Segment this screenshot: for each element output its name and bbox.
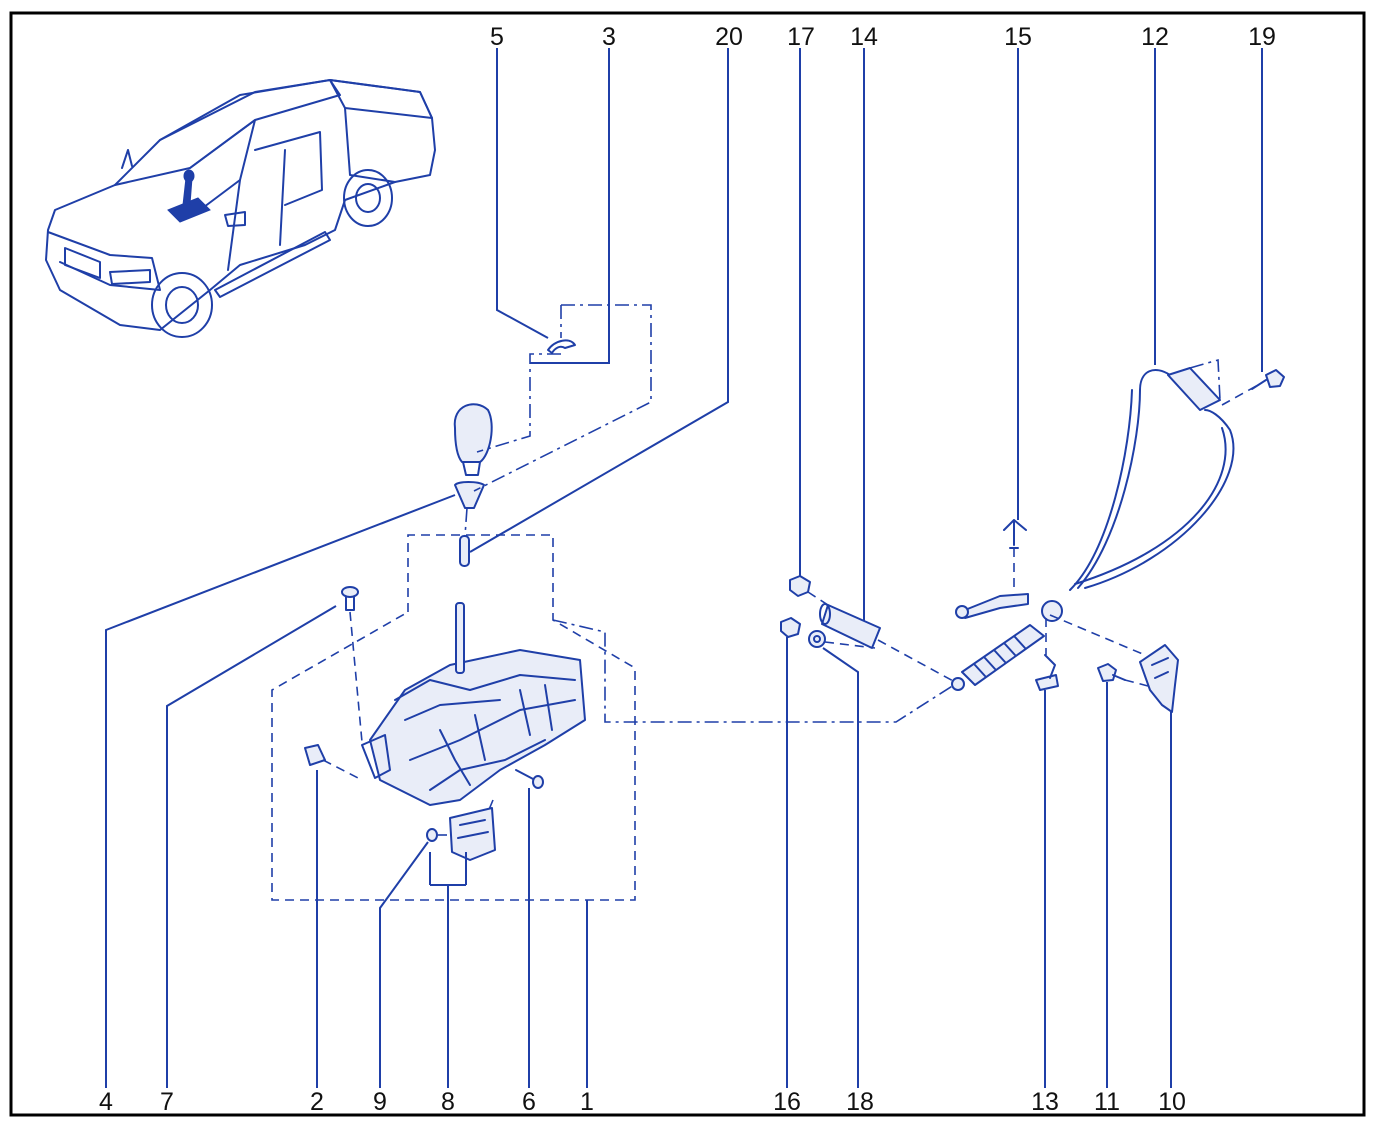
part-17-nut [789, 575, 811, 597]
callout-12: 12 [1141, 23, 1169, 51]
callout-19: 19 [1248, 23, 1276, 51]
part-20-pin [459, 535, 470, 567]
callout-16: 16 [773, 1088, 801, 1116]
gear-shift-knob [453, 403, 493, 476]
part-13-clip [1035, 654, 1059, 691]
callout-4: 4 [99, 1088, 113, 1116]
shifter-assembly [361, 602, 586, 861]
callout-3: 3 [602, 23, 616, 51]
part-2-clip [304, 744, 326, 766]
part-7-bolt [341, 586, 359, 611]
callout-8: 8 [441, 1088, 455, 1116]
part-4-knob-cover [454, 481, 485, 509]
callout-9: 9 [373, 1088, 387, 1116]
callout-7: 7 [160, 1088, 174, 1116]
leader-lines [105, 48, 1263, 1088]
part-16-nut [780, 617, 801, 638]
callout-13: 13 [1031, 1088, 1059, 1116]
part-14-bushing [819, 603, 881, 649]
part-18-washer [808, 630, 826, 648]
callout-2: 2 [310, 1088, 324, 1116]
callouts-bottom: 4 7 2 9 8 6 1 16 18 13 11 10 [99, 1088, 1186, 1116]
part-9-washer [426, 828, 438, 842]
callout-17: 17 [787, 23, 815, 51]
pickup-truck-locator [45, 79, 436, 338]
callout-10: 10 [1158, 1088, 1186, 1116]
callout-1: 1 [580, 1088, 594, 1116]
callout-15: 15 [1004, 23, 1032, 51]
diagram-frame [9, 11, 1366, 1117]
part-6-screw [515, 769, 544, 789]
callouts-top: 5 3 20 17 14 15 12 19 [490, 23, 1276, 51]
part-19-bolt [1251, 369, 1285, 390]
part-15-clip [1003, 519, 1027, 549]
callout-18: 18 [846, 1088, 874, 1116]
part-5-clip [547, 339, 576, 354]
callout-14: 14 [850, 23, 878, 51]
part-11-bolt [1097, 663, 1126, 682]
callout-6: 6 [522, 1088, 536, 1116]
shift-cable [951, 367, 1235, 691]
callout-5: 5 [490, 23, 504, 51]
callout-20: 20 [715, 23, 743, 51]
part-10-bracket [1139, 644, 1179, 713]
callout-11: 11 [1094, 1088, 1120, 1116]
